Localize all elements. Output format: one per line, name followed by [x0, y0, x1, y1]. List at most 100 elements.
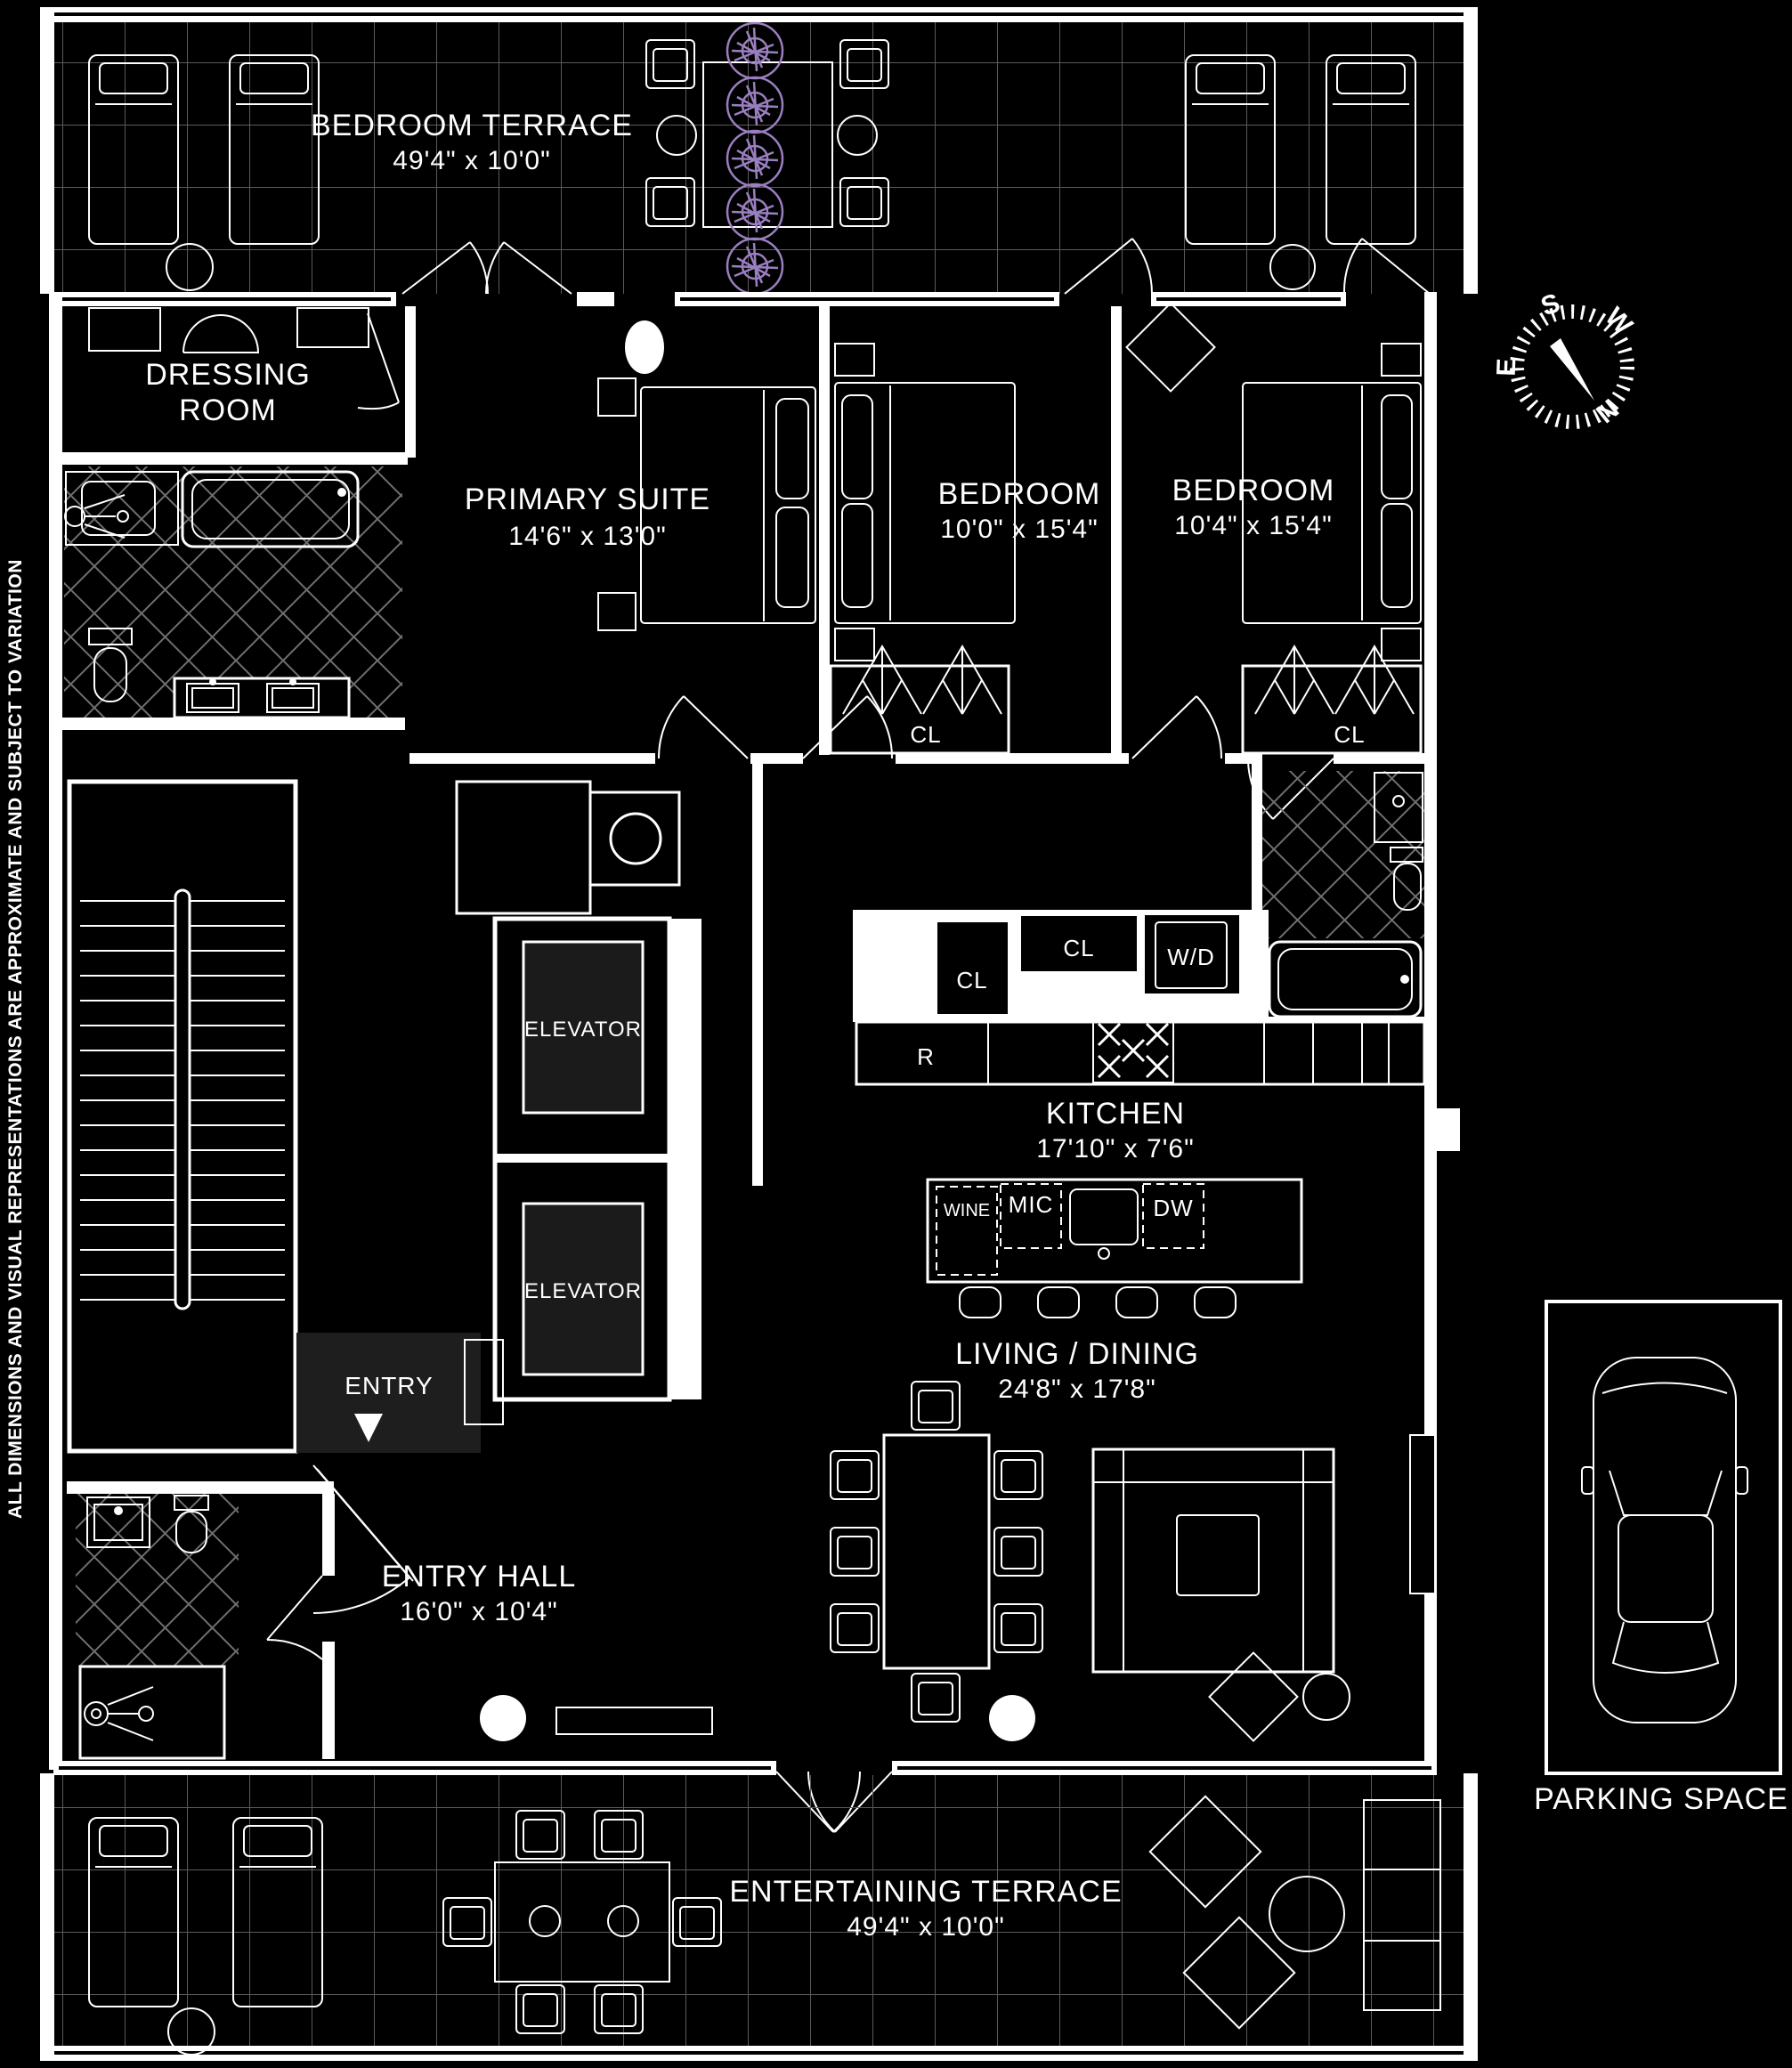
dishwasher-label: DW [1153, 1195, 1193, 1221]
vanity [1374, 772, 1423, 843]
side-table [1208, 1651, 1299, 1742]
wardrobe [88, 307, 161, 352]
terrace-lounge-set [1148, 1795, 1441, 2030]
primary-suite: PRIMARY SUITE 14'6" x 13'0" [465, 377, 816, 631]
dining-chair [830, 1527, 880, 1577]
pillow [775, 507, 809, 608]
room-label-dressing: DRESSING [145, 358, 311, 392]
elevator-lower: ELEVATOR [522, 1202, 645, 1376]
nightstand [597, 377, 637, 417]
disclaimer-text: ALL DIMENSIONS AND VISUAL REPRESENTATION… [5, 559, 26, 1519]
elevator-label: ELEVATOR [524, 1279, 642, 1303]
elevator-upper: ELEVATOR [522, 940, 645, 1115]
shower-head-icon [64, 494, 129, 539]
pillow [775, 398, 809, 499]
service-fixture [609, 812, 662, 865]
room-dims-primary-suite: 14'6" x 13'0" [508, 522, 667, 551]
stair-rail [174, 888, 191, 1310]
nightstand [597, 592, 637, 631]
round-table [1269, 1876, 1345, 1952]
room-label-bedroom-b: BEDROOM [1172, 474, 1335, 507]
entry-closet [464, 1339, 504, 1425]
room-label-living-dining: LIVING / DINING [955, 1337, 1199, 1371]
dining-chair [993, 1527, 1043, 1577]
column [989, 1695, 1035, 1741]
side-table [1269, 244, 1316, 290]
bathtub-inner [191, 479, 350, 539]
pillow [841, 394, 873, 499]
door-swing [485, 241, 572, 295]
room-dims-living-dining: 24'8" x 17'8" [998, 1375, 1156, 1404]
dining-table [882, 1433, 991, 1670]
wardrobe [296, 307, 369, 348]
closet-bedroom-b: CL [1241, 645, 1423, 755]
dining-chair [830, 1450, 880, 1500]
door-swing [401, 241, 489, 295]
closet-label: CL [1334, 721, 1365, 748]
service-room [455, 780, 592, 915]
compass-east: E [1492, 357, 1522, 377]
microwave-label: MIC [1009, 1191, 1054, 1218]
wardrobe-arc [182, 314, 260, 353]
compass-west: W [1600, 302, 1639, 341]
terrace-dining-set [442, 1810, 722, 2034]
compass-needle [1550, 338, 1594, 401]
terrace-table [494, 1861, 670, 1983]
vanity [65, 471, 179, 546]
accent-chair [1125, 302, 1216, 393]
entry-label: ENTRY [345, 1372, 433, 1399]
elevator-label: ELEVATOR [524, 1018, 642, 1042]
toilet [88, 628, 133, 702]
room-dims-bedroom-a: 10'0" x 15'4" [940, 515, 1099, 544]
island-faucet [1098, 1247, 1110, 1260]
terrace-chair-round [837, 115, 878, 156]
entry-vestibule: ENTRY [296, 1333, 504, 1453]
second-bath [1262, 771, 1424, 1018]
door-swing [802, 695, 894, 759]
bench [555, 1707, 713, 1735]
closet-hall-wide: CL [1019, 914, 1139, 973]
bed [834, 382, 1016, 624]
parking-outline [1545, 1300, 1782, 1775]
closet-hall-small: CL [936, 920, 1010, 1016]
ottoman [1176, 1514, 1260, 1596]
bathtub [1268, 940, 1423, 1018]
service-room [588, 791, 681, 887]
room-dims-bedroom-terrace: 49'4" x 10'0" [393, 146, 551, 175]
hall-closets: CL CL W/D [853, 910, 1269, 1022]
room-dims-kitchen: 17'10" x 7'6" [1036, 1134, 1195, 1164]
double-vanity [173, 677, 351, 719]
nightstand [1381, 343, 1422, 377]
sink-drain [1392, 795, 1405, 807]
living-dining: LIVING / DINING 24'8" x 17'8" [830, 1337, 1436, 1742]
bath-tile [1262, 771, 1424, 938]
powder-sink [86, 1496, 150, 1548]
room-dims-entry-hall: 16'0" x 10'4" [400, 1597, 558, 1626]
door-swing [1064, 238, 1154, 295]
toilet [174, 1495, 209, 1553]
room-dims-bedroom-b: 10'4" x 15'4" [1174, 511, 1333, 540]
compass-icon: S W E N [1492, 288, 1639, 429]
entry-arrow-icon [354, 1414, 383, 1442]
kitchen-island: WINE MIC DW [926, 1178, 1303, 1318]
stairwell [67, 779, 298, 1454]
bedroom-terrace: BEDROOM TERRACE 49'4" x 10'0" [40, 7, 1478, 296]
terrace-seating-group [645, 39, 889, 228]
island-sink [1069, 1188, 1139, 1245]
nightstand [1381, 628, 1422, 661]
kitchen-counter [855, 1020, 1426, 1086]
stool [1194, 1286, 1237, 1318]
dining-chair [993, 1450, 1043, 1500]
bath-tile [76, 1494, 239, 1667]
entertaining-terrace: ENTERTAINING TERRACE 49'4" x 10'0" [40, 1773, 1478, 2061]
room-label-bedroom-terrace: BEDROOM TERRACE [311, 109, 633, 142]
dining-chair [911, 1381, 961, 1431]
entry-hall: ENTRY HALL 16'0" x 10'4" [382, 1560, 713, 1741]
cooktop [1092, 1018, 1174, 1083]
bench [1363, 1799, 1441, 2011]
terrace-table [702, 61, 833, 228]
tub-faucet [337, 488, 346, 497]
room-dims-entertaining-terrace: 49'4" x 10'0" [847, 1912, 1005, 1942]
sofa [1091, 1448, 1335, 1674]
